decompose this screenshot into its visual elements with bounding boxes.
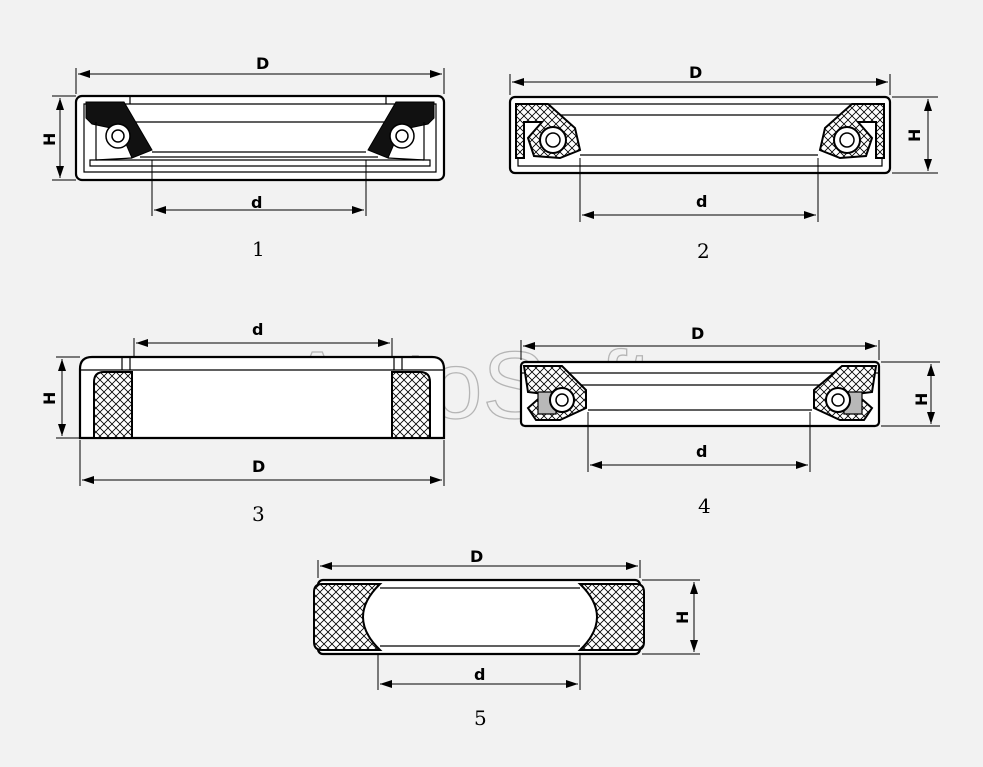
seal-4-label-H: H: [912, 393, 931, 406]
seal-3-outer-ring: [78, 355, 446, 440]
seal-5: D d H 5: [313, 547, 700, 730]
seal-2: D d H 2: [508, 63, 938, 263]
seal-1-outer-case: [74, 94, 446, 182]
seal-3-right-body: [391, 371, 431, 439]
seal-4-label-d: d: [696, 442, 707, 461]
seal-5-label-D: D: [470, 547, 483, 566]
seal-2-label-D: D: [689, 63, 702, 82]
seal-5-left-body: [313, 583, 383, 651]
seal-2-label-d: d: [696, 192, 707, 211]
seal-3-label-H: H: [40, 392, 59, 405]
seal-3-number: 3: [252, 502, 265, 526]
seal-2-label-H: H: [905, 129, 924, 142]
seal-4: D d H 4: [519, 324, 940, 518]
seal-1-label-D: D: [256, 54, 269, 73]
seal-1: D d H 1: [40, 54, 446, 261]
seal-5-label-H: H: [673, 611, 692, 624]
seal-1-label-H: H: [40, 133, 59, 146]
seal-4-number: 4: [698, 494, 711, 518]
seal-3-label-d: d: [252, 320, 263, 339]
seal-2-outer-case: [508, 95, 892, 175]
seal-3-label-D: D: [252, 457, 265, 476]
seal-5-label-d: d: [474, 665, 485, 684]
seal-2-number: 2: [697, 239, 710, 263]
seal-3-left-body: [93, 371, 133, 439]
seal-3: d D H 3: [40, 320, 446, 526]
seal-5-number: 5: [474, 706, 487, 730]
seal-1-label-d: d: [251, 193, 262, 212]
seal-1-number: 1: [252, 237, 265, 261]
seal-5-right-body: [577, 583, 645, 651]
seal-4-label-D: D: [691, 324, 704, 343]
